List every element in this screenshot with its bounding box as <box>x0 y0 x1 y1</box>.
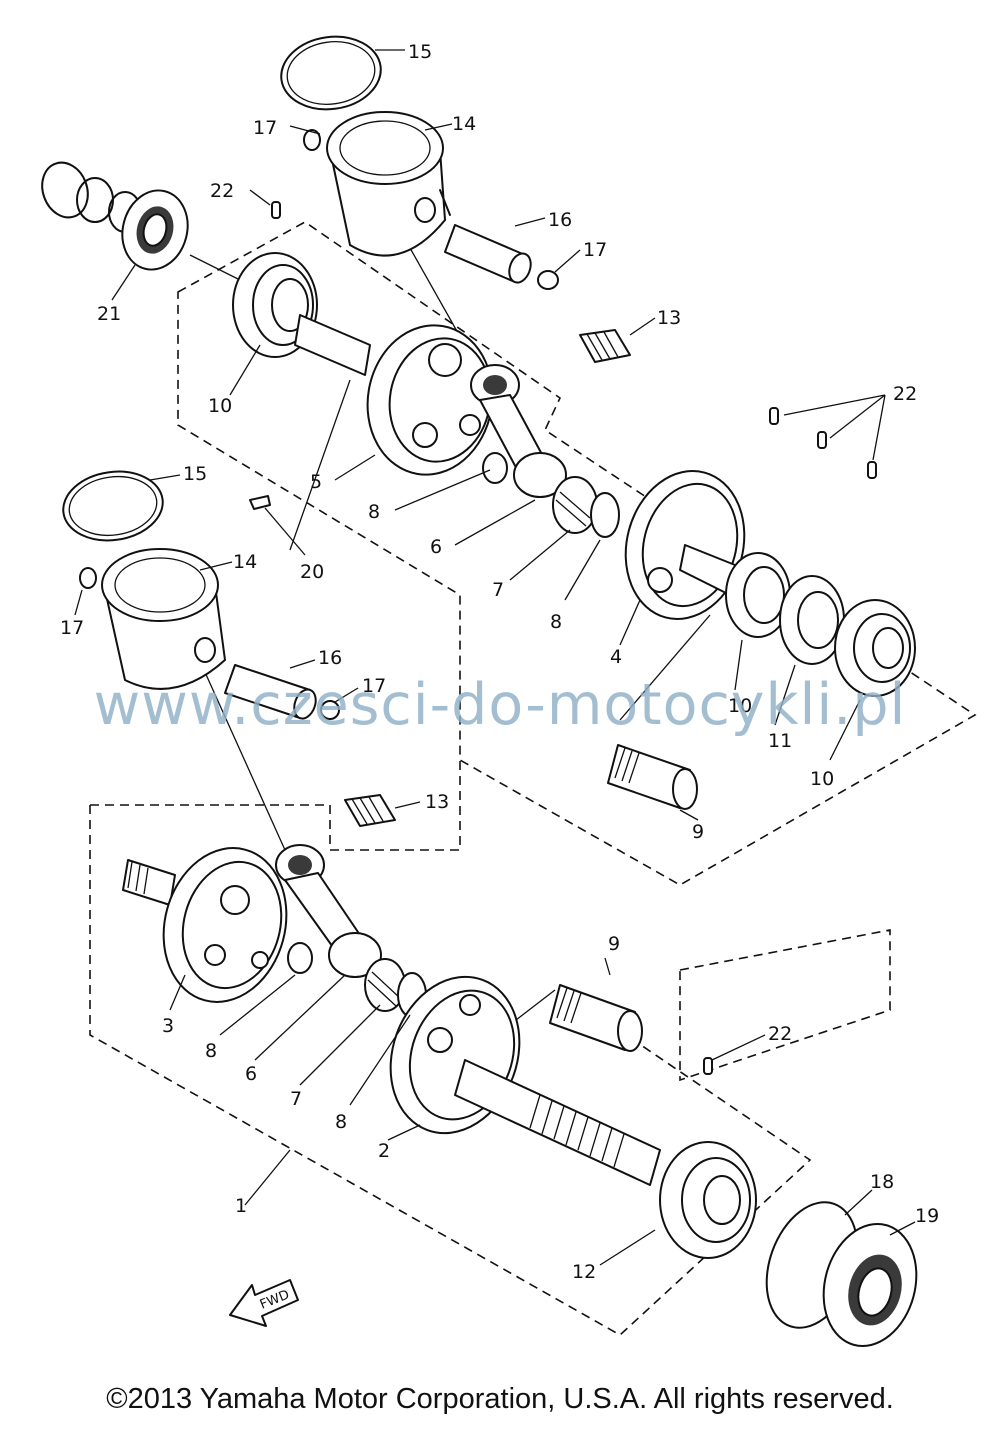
label-6-upper: 6 <box>430 536 442 558</box>
needle-bearing-13-lower <box>344 794 396 827</box>
label-8-lower-b: 8 <box>335 1111 347 1133</box>
circlip-17-upper-a <box>303 129 321 151</box>
label-9-lower: 9 <box>608 933 620 955</box>
label-18: 18 <box>870 1171 894 1193</box>
leader-lines <box>74 49 916 1266</box>
connecting-rod-lower <box>275 844 382 978</box>
label-16-upper: 16 <box>548 209 572 231</box>
needle-bearing-7-lower <box>364 958 406 1012</box>
label-3: 3 <box>162 1015 174 1037</box>
label-17-upper-b: 17 <box>583 239 607 261</box>
seal-11 <box>779 575 845 665</box>
label-5: 5 <box>310 471 322 493</box>
label-19: 19 <box>915 1205 939 1227</box>
label-14-upper: 14 <box>452 113 476 135</box>
label-17-lower-b: 17 <box>362 675 386 697</box>
woodruff-key-20 <box>249 495 271 510</box>
label-22-upper-right: 22 <box>893 383 917 405</box>
dowel-pin-22-upper <box>271 201 281 219</box>
dowel-pins-22-upper-right <box>769 394 886 479</box>
bearing-10-upper-right <box>834 599 916 697</box>
connecting-rod-upper <box>470 364 567 498</box>
label-13-lower: 13 <box>425 791 449 813</box>
label-13-upper: 13 <box>657 307 681 329</box>
crank-wheel-2 <box>389 975 661 1186</box>
label-8-upper-a: 8 <box>368 501 380 523</box>
bearing-10-upper-left <box>232 252 318 358</box>
piston-pin-16-upper <box>444 224 532 284</box>
label-15-lower: 15 <box>183 463 207 485</box>
label-10-upper-left: 10 <box>208 395 232 417</box>
label-6-lower: 6 <box>245 1063 257 1085</box>
label-9-upper: 9 <box>692 821 704 843</box>
label-7-lower: 7 <box>290 1088 302 1110</box>
piston-ring-15-lower <box>62 470 164 542</box>
dowel-pin-22-lower <box>703 1057 713 1075</box>
label-21: 21 <box>97 303 121 325</box>
piston-14-lower <box>101 548 226 690</box>
bearing-10-upper-mid <box>725 552 791 638</box>
bearing-12 <box>659 1141 757 1259</box>
assembly-outline-upper <box>177 221 977 886</box>
assembly-outline-lower <box>89 760 891 1336</box>
thrust-washer-8-upper <box>482 452 508 484</box>
label-1: 1 <box>235 1195 247 1217</box>
circlip-17-upper-b <box>537 270 559 290</box>
piston-pin-16-lower <box>224 664 317 720</box>
needle-bearing-7-upper <box>552 476 598 534</box>
copyright-notice: ©2013 Yamaha Motor Corporation, U.S.A. A… <box>106 1383 894 1415</box>
forward-direction-arrow: FWD <box>229 1279 299 1327</box>
circlip-17-lower-b <box>320 700 340 720</box>
piston-14-upper <box>326 111 451 257</box>
thrust-washer-8-upper-b <box>590 492 620 538</box>
label-4: 4 <box>610 646 622 668</box>
label-17-lower-a: 17 <box>60 617 84 639</box>
crank-wheel-5 <box>294 314 494 476</box>
needle-bearing-13-upper <box>579 329 631 363</box>
crank-pin-9-lower <box>549 984 643 1052</box>
circlip-17-lower-a <box>79 567 97 589</box>
oil-seal-19 <box>822 1222 918 1348</box>
label-10-upper-right: 10 <box>810 768 834 790</box>
label-15-upper: 15 <box>408 41 432 63</box>
crank-wheel-3 <box>122 847 288 1003</box>
label-20: 20 <box>300 561 324 583</box>
label-10-upper-mid: 10 <box>728 695 752 717</box>
part-number-labels: 15 17 14 22 16 17 21 10 13 22 5 8 6 7 8 … <box>60 41 939 1283</box>
oil-seal-21 <box>41 161 189 271</box>
label-7-upper: 7 <box>492 579 504 601</box>
label-16-lower: 16 <box>318 647 342 669</box>
label-14-lower: 14 <box>233 551 257 573</box>
label-8-lower-a: 8 <box>205 1040 217 1062</box>
label-2: 2 <box>378 1140 390 1162</box>
label-8-upper-b: 8 <box>550 611 562 633</box>
label-22-upper: 22 <box>210 180 234 202</box>
label-17-upper-a: 17 <box>253 117 277 139</box>
crank-pin-9-upper <box>607 744 698 810</box>
label-22-lower: 22 <box>768 1023 792 1045</box>
piston-ring-15-upper <box>280 35 382 111</box>
label-11: 11 <box>768 730 792 752</box>
label-12: 12 <box>572 1261 596 1283</box>
thrust-washer-8-lower <box>287 942 313 974</box>
